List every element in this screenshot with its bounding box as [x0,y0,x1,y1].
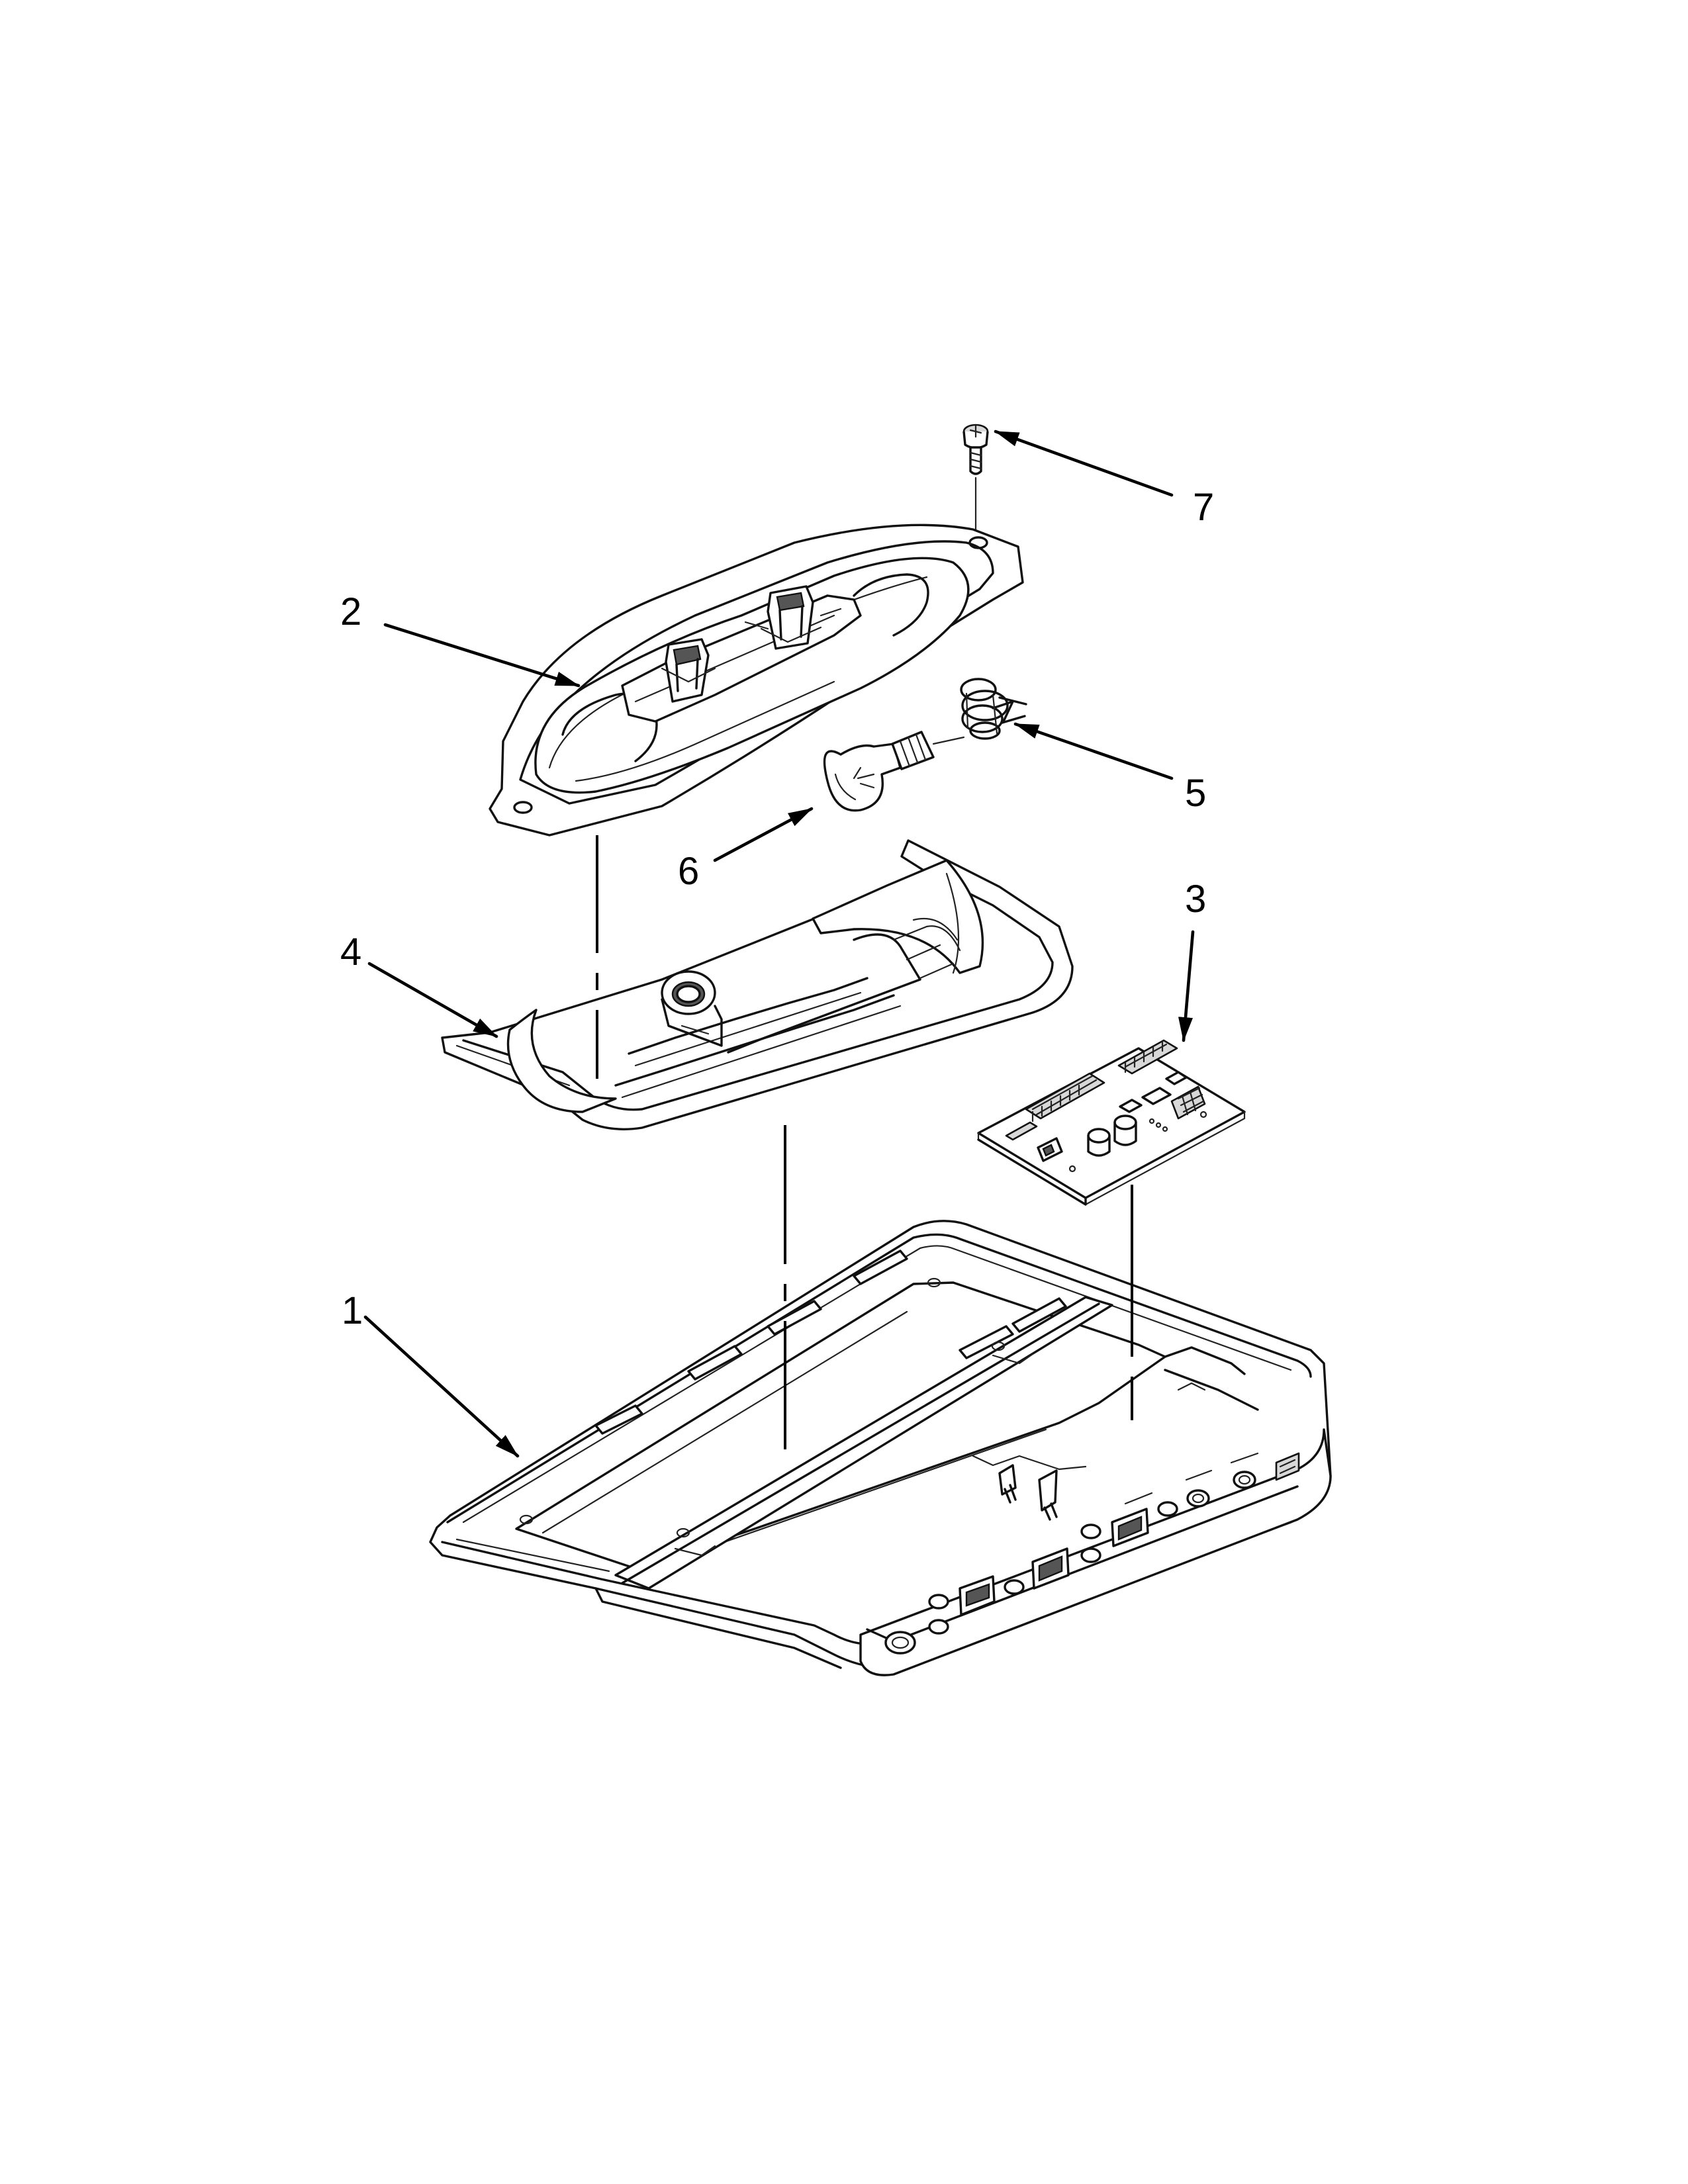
part-5-socket-clip [960,678,1027,740]
part-2-light-housing [489,523,1024,837]
callout-leaders [363,430,1195,1458]
part-3-control-board [977,1039,1246,1206]
callout-4: 4 [340,931,361,974]
leader-6 [713,807,814,862]
callout-6: 6 [678,850,699,893]
leader-3 [1178,930,1195,1042]
leader-2 [383,623,581,688]
part-7-screw [962,424,989,531]
leader-1 [363,1315,520,1458]
callout-1: 1 [342,1289,363,1332]
callout-2: 2 [340,590,361,633]
leader-5 [1013,722,1174,780]
leader-4 [367,962,498,1038]
callout-7: 7 [1193,486,1214,529]
callout-5: 5 [1185,772,1206,815]
part-1-base-tray [429,1220,1332,1676]
callout-3: 3 [1185,878,1206,921]
part-6-bulb [823,731,965,812]
callout-labels: 7 2 5 6 3 4 1 [340,486,1214,1332]
leader-7 [994,430,1174,497]
part-4-lens-reflector [441,839,1074,1130]
assembly-lines [596,835,1133,1449]
